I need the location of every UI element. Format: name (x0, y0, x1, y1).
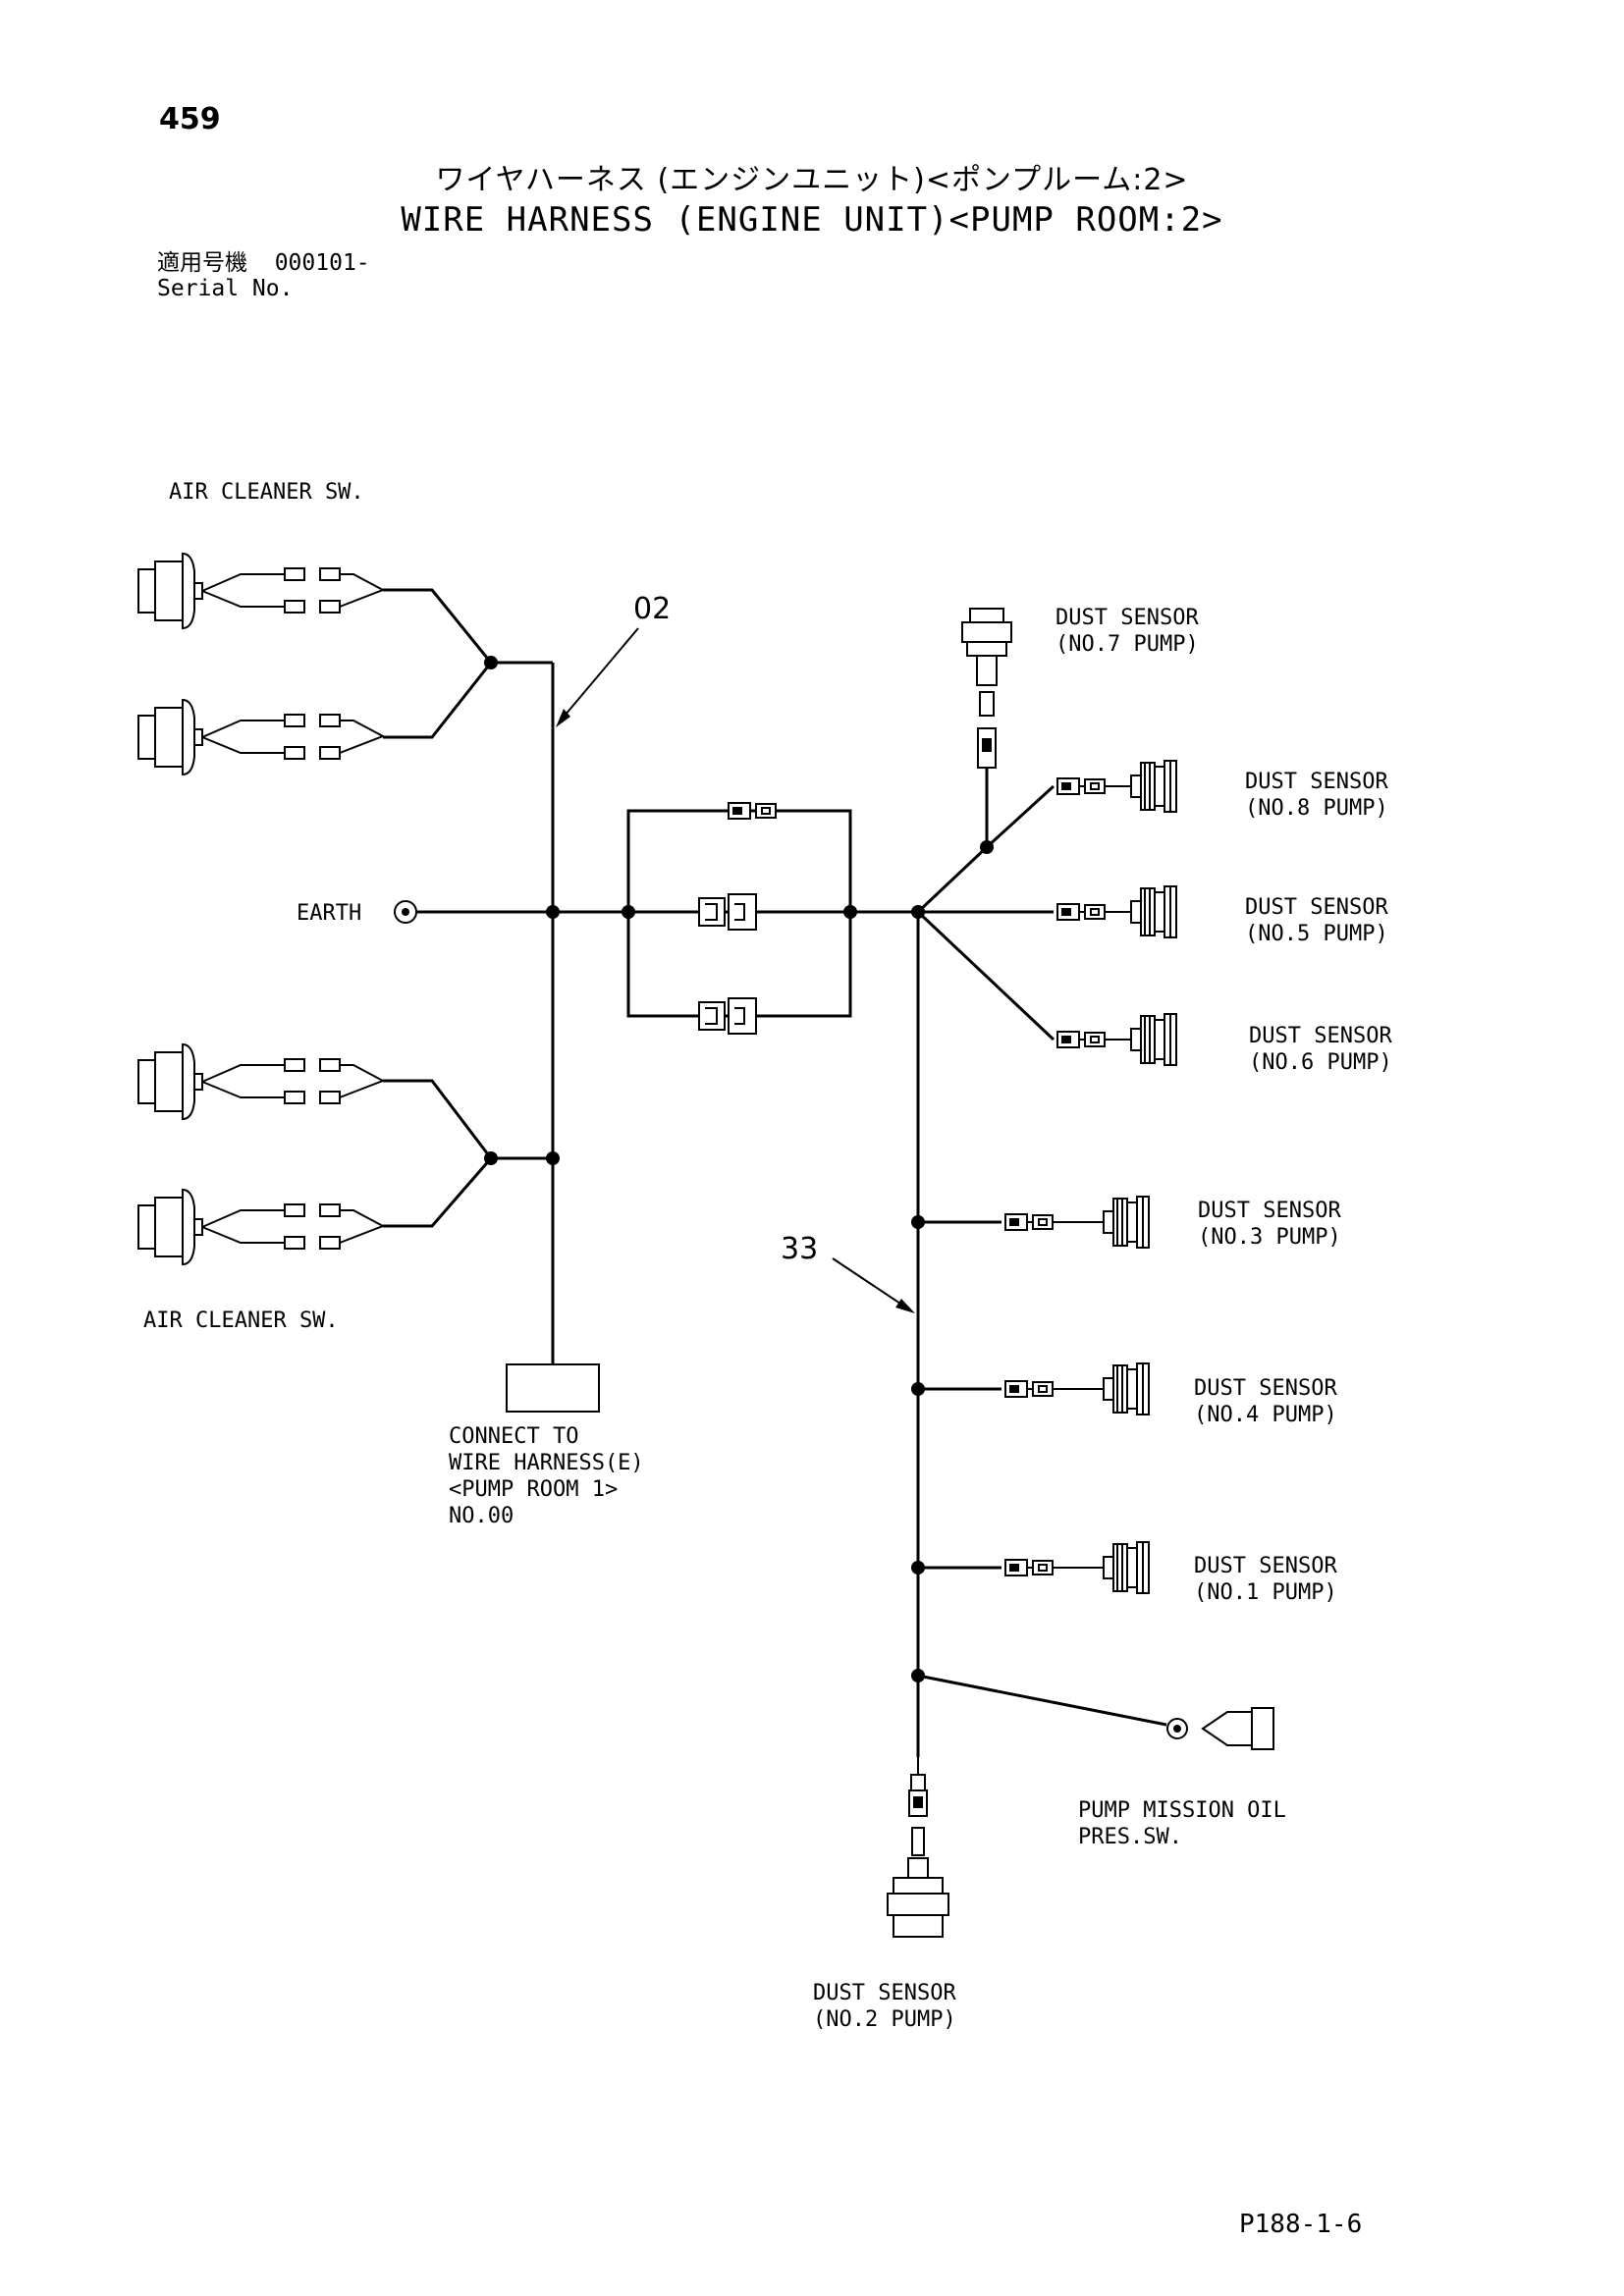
air-cleaner-switch-3 (137, 1043, 203, 1120)
connect-to-block (506, 1363, 600, 1413)
air-cleaner-bottom-label: AIR CLEANER SW. (143, 1308, 339, 1333)
dust-sensor-no7-pump: (NO.7 PUMP) (1056, 632, 1199, 657)
dust-sensor-no1-label: DUST SENSOR (1194, 1554, 1337, 1578)
dust-sensor-no4 (1004, 1362, 1150, 1415)
callout-02: 02 (633, 592, 671, 626)
svg-text:CONNECT TO: CONNECT TO (449, 1424, 578, 1449)
dust-sensor-no4-label: DUST SENSOR (1194, 1376, 1337, 1401)
serial-block: 適用号機 000101- Serial No. (157, 250, 370, 301)
connect-to-label: CONNECT TO WIRE HARNESS(E) <PUMP ROOM 1>… (449, 1424, 644, 1528)
serial-jp-label: 適用号機 (157, 250, 247, 276)
dust-sensor-no2-pump: (NO.2 PUMP) (813, 2007, 956, 2032)
earth-terminal-icon (394, 900, 417, 924)
dust-sensor-no5 (1056, 885, 1177, 938)
pump-mission-label-1: PUMP MISSION OIL (1078, 1798, 1286, 1823)
serial-value: 000101- (274, 250, 370, 276)
title-japanese: ワイヤハーネス (エンジンユニット)<ポンプルーム:2> (435, 163, 1189, 197)
dust-sensor-no2-label: DUST SENSOR (813, 1981, 956, 2005)
dust-sensor-no6-pump: (NO.6 PUMP) (1249, 1050, 1392, 1075)
dust-sensor-no5-pump: (NO.5 PUMP) (1245, 922, 1388, 946)
dust-sensor-no5-label: DUST SENSOR (1245, 895, 1388, 920)
svg-text:NO.00: NO.00 (449, 1504, 514, 1528)
air-cleaner-pigtails (201, 567, 386, 1250)
harness-02-wiring (383, 588, 560, 1364)
pump-mission-label-2: PRES.SW. (1078, 1825, 1182, 1849)
air-cleaner-switch-4 (137, 1189, 203, 1265)
dust-sensor-no6 (1056, 1013, 1177, 1066)
footer-code: P188-1-6 (1239, 2210, 1363, 2239)
svg-text:<PUMP ROOM 1>: <PUMP ROOM 1> (449, 1477, 618, 1502)
svg-text:WIRE HARNESS(E): WIRE HARNESS(E) (449, 1451, 644, 1475)
callout-33: 33 (781, 1232, 818, 1266)
page-number: 459 (159, 102, 221, 136)
dust-sensor-no8 (1056, 760, 1177, 813)
dust-sensor-no6-label: DUST SENSOR (1249, 1024, 1392, 1048)
dust-sensor-no7-label: DUST SENSOR (1056, 606, 1199, 630)
earth-label: EARTH (297, 901, 361, 926)
air-cleaner-switch-2 (137, 699, 203, 775)
dust-sensor-no3-pump: (NO.3 PUMP) (1198, 1225, 1341, 1250)
callout-02-leader (556, 627, 639, 727)
title-english: WIRE HARNESS (ENGINE UNIT)<PUMP ROOM:2> (401, 200, 1223, 240)
dust-sensor-no2 (887, 1757, 949, 1938)
air-cleaner-switch-1 (137, 553, 203, 629)
dust-sensor-no1-pump: (NO.1 PUMP) (1194, 1580, 1337, 1605)
air-cleaner-top-label: AIR CLEANER SW. (169, 480, 364, 505)
dust-sensor-no8-label: DUST SENSOR (1245, 770, 1388, 794)
dust-sensor-no8-pump: (NO.8 PUMP) (1245, 796, 1388, 821)
serial-en-label: Serial No. (157, 276, 294, 301)
dust-sensor-no7 (961, 608, 1012, 769)
connector-block (622, 802, 857, 1035)
dust-sensor-no1 (1004, 1541, 1150, 1594)
dust-sensor-no3-label: DUST SENSOR (1198, 1199, 1341, 1223)
harness-33-wiring (911, 766, 1167, 1757)
dust-sensor-no3 (1004, 1196, 1150, 1249)
pump-mission-oil-pres-switch (1166, 1707, 1274, 1750)
dust-sensor-no4-pump: (NO.4 PUMP) (1194, 1403, 1337, 1427)
callout-33-leader (832, 1257, 915, 1313)
